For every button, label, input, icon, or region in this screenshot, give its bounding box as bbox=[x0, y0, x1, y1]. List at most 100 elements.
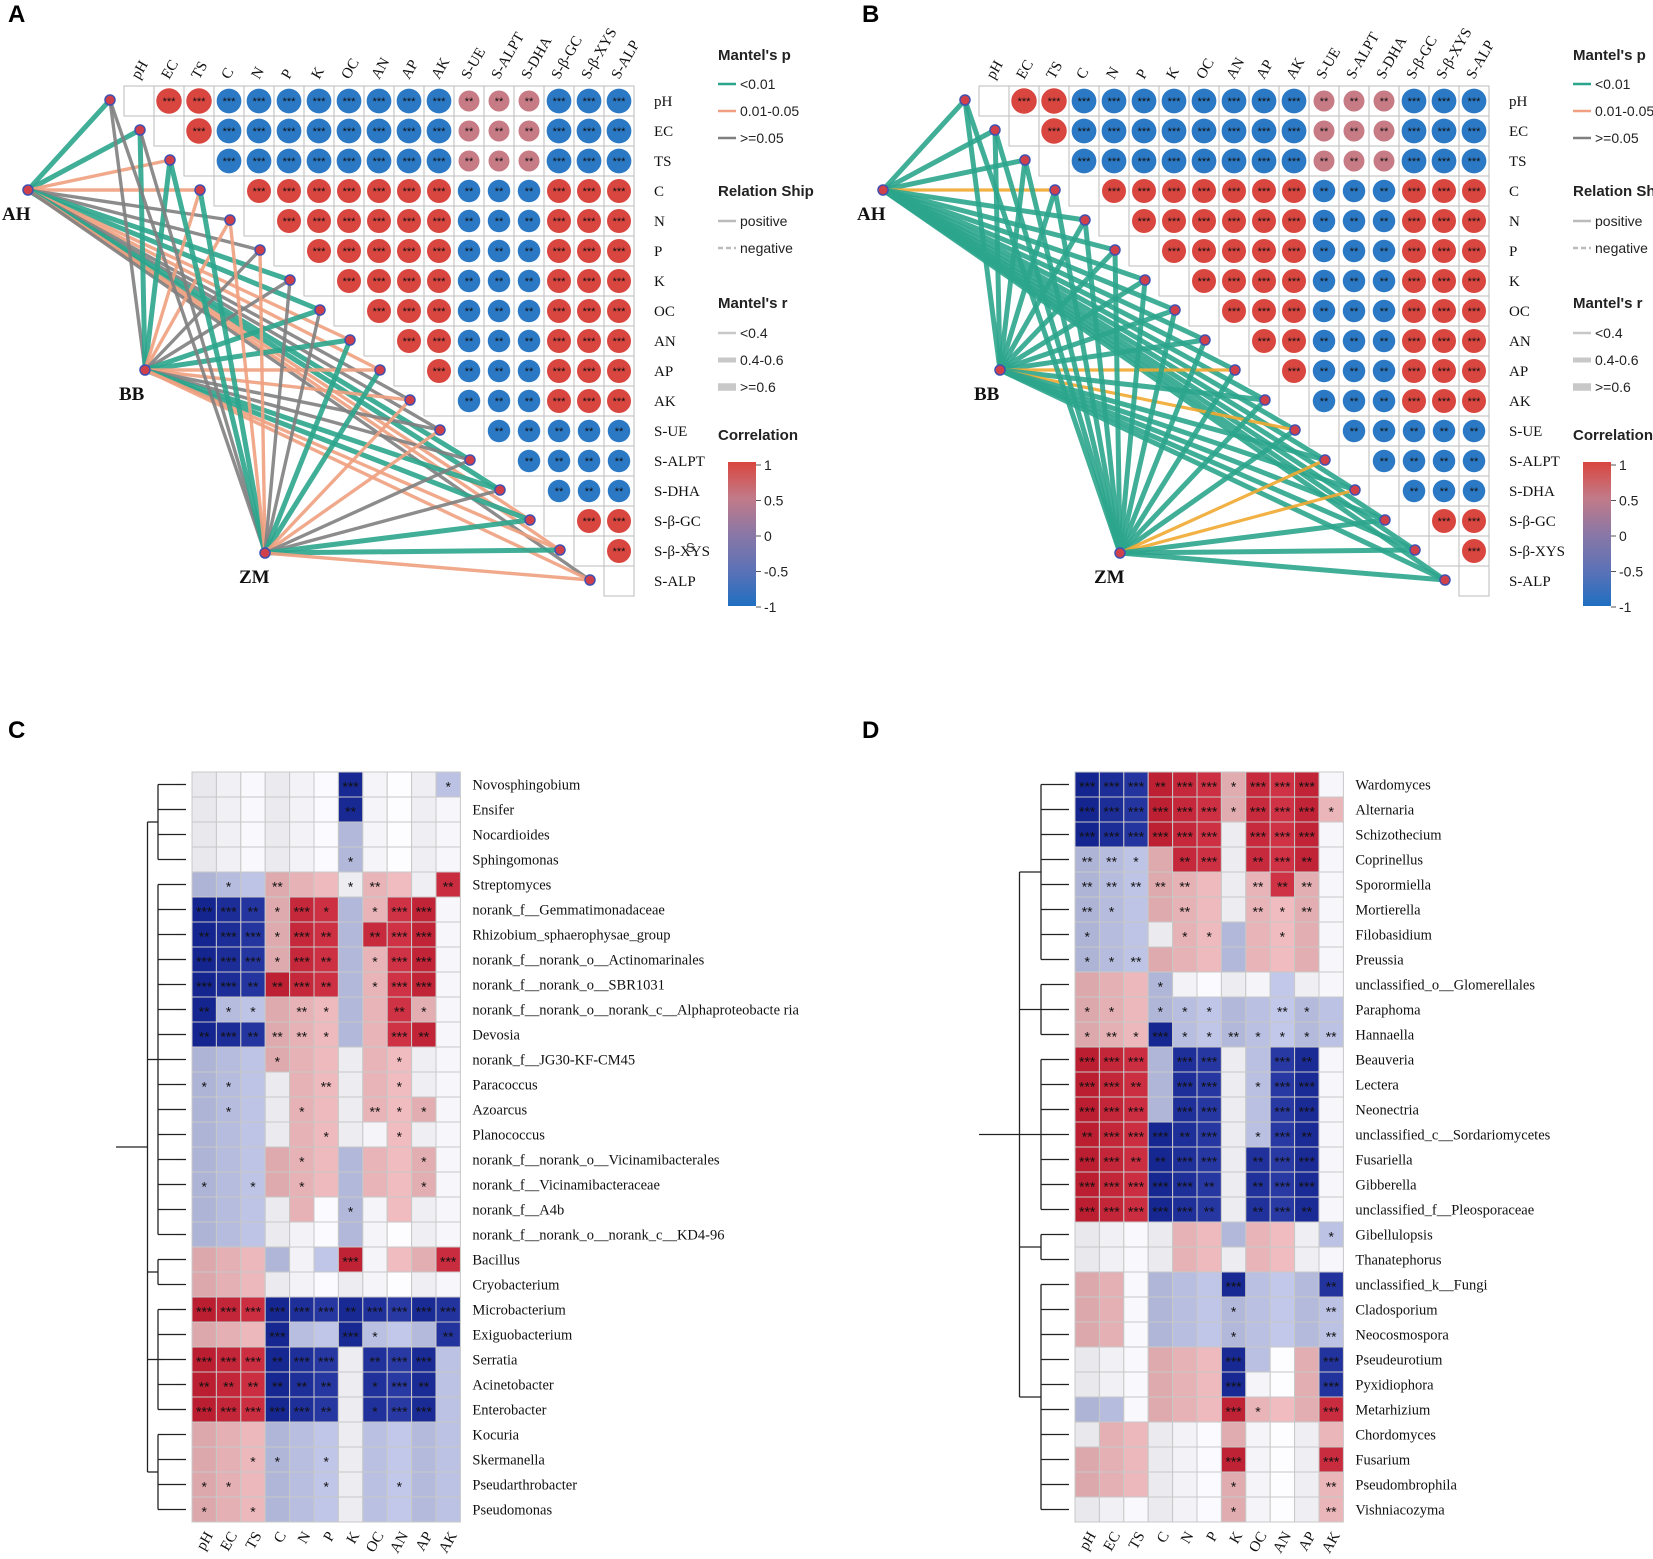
correlation-circle bbox=[517, 209, 541, 233]
heatmap-cell bbox=[1294, 1446, 1320, 1473]
significance-mark: *** bbox=[1468, 336, 1482, 348]
correlation-circle bbox=[1402, 209, 1426, 233]
colorbar-tick-label: 1 bbox=[1619, 457, 1627, 473]
heatmap-cell bbox=[1269, 1396, 1296, 1423]
significance-mark: *** bbox=[1468, 186, 1482, 198]
heatmap-cell bbox=[191, 971, 217, 998]
heatmap-cell bbox=[337, 971, 364, 998]
mantel-link bbox=[108, 99, 267, 554]
significance-mark: *** bbox=[1198, 96, 1212, 108]
variable-node bbox=[404, 394, 416, 406]
significance-mark: ** bbox=[1470, 426, 1479, 438]
mantel-link bbox=[992, 129, 1003, 371]
significance-mark: *** bbox=[613, 96, 627, 108]
variable-node bbox=[194, 184, 206, 196]
heatmap-cell bbox=[215, 1471, 242, 1498]
significance-mark: ** bbox=[615, 486, 624, 498]
heatmap-cell bbox=[289, 1071, 315, 1098]
significance-mark: *** bbox=[391, 929, 408, 945]
correlation-circle bbox=[607, 539, 631, 563]
significance-mark: ** bbox=[248, 979, 259, 995]
significance-mark: *** bbox=[1438, 336, 1452, 348]
heatmap-cell bbox=[337, 996, 364, 1023]
heatmap-cell bbox=[1269, 1171, 1296, 1198]
heatmap-cell bbox=[411, 1296, 437, 1323]
significance-mark: ** bbox=[1350, 426, 1359, 438]
row-label: Sporormiella bbox=[1355, 878, 1431, 894]
correlation-circle bbox=[367, 239, 391, 263]
heatmap-cell bbox=[411, 1071, 437, 1098]
significance-mark: *** bbox=[373, 246, 387, 258]
significance-mark: *** bbox=[1078, 126, 1092, 138]
significance-mark: ** bbox=[525, 186, 534, 198]
column-label: TS bbox=[1126, 1529, 1149, 1552]
significance-mark: ** bbox=[1326, 1029, 1337, 1045]
significance-mark: *** bbox=[1228, 186, 1242, 198]
column-label: AP bbox=[1254, 57, 1277, 82]
row-label: Ensifer bbox=[472, 803, 514, 819]
heatmap-cell bbox=[1269, 1096, 1296, 1123]
heatmap-cell bbox=[1269, 1471, 1296, 1498]
significance-mark: *** bbox=[440, 1304, 457, 1320]
significance-mark: ** bbox=[1179, 879, 1190, 895]
mantel-link bbox=[881, 187, 1447, 583]
significance-mark: ** bbox=[1179, 854, 1190, 870]
significance-mark: *** bbox=[1408, 366, 1422, 378]
heatmap-cell bbox=[264, 921, 291, 948]
variable-node bbox=[284, 274, 296, 286]
significance-mark: *** bbox=[196, 954, 213, 970]
heatmap-cell bbox=[1269, 1021, 1296, 1048]
column-label: EC bbox=[1101, 1529, 1124, 1554]
heatmap-cell bbox=[264, 1271, 291, 1298]
significance-mark: ** bbox=[199, 1004, 210, 1020]
significance-mark: * bbox=[445, 779, 451, 795]
heatmap-cell bbox=[1220, 1471, 1247, 1498]
correlation-circle bbox=[1222, 299, 1246, 323]
heatmap-cell bbox=[1245, 1171, 1271, 1198]
significance-mark: * bbox=[1206, 929, 1212, 945]
heatmap-cell bbox=[1172, 896, 1198, 923]
mantel-link bbox=[108, 99, 147, 371]
heatmap-cell bbox=[337, 796, 364, 823]
heatmap-cell bbox=[1147, 921, 1174, 948]
significance-mark: * bbox=[1182, 1004, 1188, 1020]
significance-mark: *** bbox=[403, 156, 417, 168]
row-label: Gibberella bbox=[1355, 1178, 1417, 1194]
heatmap-cell bbox=[215, 1121, 242, 1148]
row-label: S-ALP bbox=[654, 574, 696, 590]
significance-mark: *** bbox=[613, 246, 627, 258]
group-node bbox=[1114, 547, 1126, 559]
significance-mark: *** bbox=[583, 216, 597, 228]
heatmap-cell bbox=[289, 1221, 315, 1248]
heatmap-cell bbox=[289, 1496, 315, 1523]
correlation-circle bbox=[1251, 148, 1277, 174]
heatmap-cell bbox=[264, 1421, 291, 1448]
significance-mark: *** bbox=[1079, 1179, 1096, 1195]
heatmap-cell bbox=[191, 1196, 217, 1223]
heatmap-cell bbox=[1269, 1271, 1296, 1298]
significance-mark: ** bbox=[1350, 366, 1359, 378]
significance-mark: *** bbox=[294, 1354, 311, 1370]
correlation-circle bbox=[547, 299, 571, 323]
heatmap-cell bbox=[1196, 846, 1222, 873]
significance-mark: *** bbox=[613, 186, 627, 198]
significance-mark: *** bbox=[1103, 1154, 1120, 1170]
heatmap-cell bbox=[1196, 1221, 1222, 1248]
significance-mark: ** bbox=[1106, 879, 1117, 895]
grid-cell bbox=[1098, 205, 1130, 237]
heatmap-cell bbox=[1123, 1471, 1149, 1498]
significance-mark: * bbox=[1109, 1004, 1115, 1020]
heatmap-cell bbox=[264, 996, 291, 1023]
heatmap-cell bbox=[1172, 1446, 1198, 1473]
significance-mark: *** bbox=[343, 276, 357, 288]
correlation-circle bbox=[1462, 269, 1486, 293]
significance-mark: *** bbox=[1201, 1154, 1218, 1170]
significance-mark: *** bbox=[613, 516, 627, 528]
significance-mark: ** bbox=[345, 804, 356, 820]
heatmap-cell bbox=[1245, 1296, 1271, 1323]
correlation-circle bbox=[1071, 148, 1097, 174]
mantel-link bbox=[26, 127, 142, 193]
significance-mark: *** bbox=[1408, 216, 1422, 228]
heatmap-cell bbox=[1098, 1446, 1125, 1473]
